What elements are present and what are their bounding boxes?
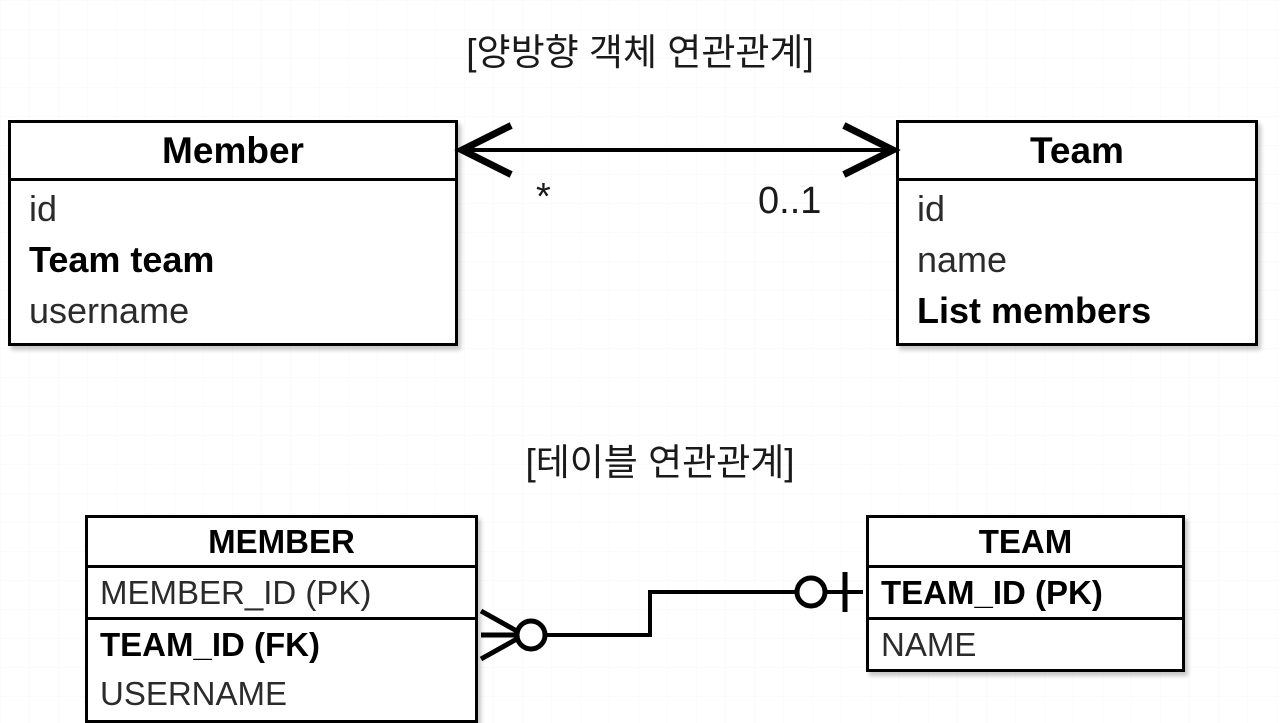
erd-table-team-key-group: TEAM_ID (PK) [869,568,1182,620]
uml-class-member-attributes: id Team team username [11,181,455,336]
uml-attribute-id: id [917,188,946,229]
erd-table-member[interactable]: MEMBER MEMBER_ID (PK) TEAM_ID (FK) USERN… [85,515,478,723]
uml-attribute-username: username [29,290,190,331]
erd-column-team-id-pk: TEAM_ID (PK) [881,574,1103,611]
erd-table-team[interactable]: TEAM TEAM_ID (PK) NAME [866,515,1185,672]
erd-table-team-name: TEAM [869,518,1182,568]
multiplicity-member-side: * [536,176,551,218]
erd-table-member-name: MEMBER [88,518,475,568]
erd-column-username: USERNAME [100,675,288,712]
multiplicity-team-side: 0..1 [758,180,822,222]
erd-column-member-id-pk: MEMBER_ID (PK) [100,574,372,611]
uml-class-member[interactable]: Member id Team team username [8,120,458,346]
uml-attribute-name: name [917,239,1008,280]
object-association-title: [양방향 객체 연관관계] [466,32,814,73]
uml-attribute-id: id [29,188,58,229]
uml-attribute-list-members: List members [917,290,1152,331]
uml-class-team-name: Team [899,123,1255,181]
table-association-title: [테이블 연관관계] [525,442,795,483]
erd-table-member-key-group: MEMBER_ID (PK) [88,568,475,620]
erd-table-team-field-group: NAME [869,620,1182,669]
erd-table-member-field-group: TEAM_ID (FK) USERNAME [88,620,475,718]
erd-column-team-id-fk: TEAM_ID (FK) [100,626,320,663]
uml-class-team-attributes: id name List members [899,181,1255,336]
uml-class-member-name: Member [11,123,455,181]
uml-attribute-team-team: Team team [29,239,215,280]
erd-column-name: NAME [881,626,977,663]
uml-class-team[interactable]: Team id name List members [896,120,1258,346]
